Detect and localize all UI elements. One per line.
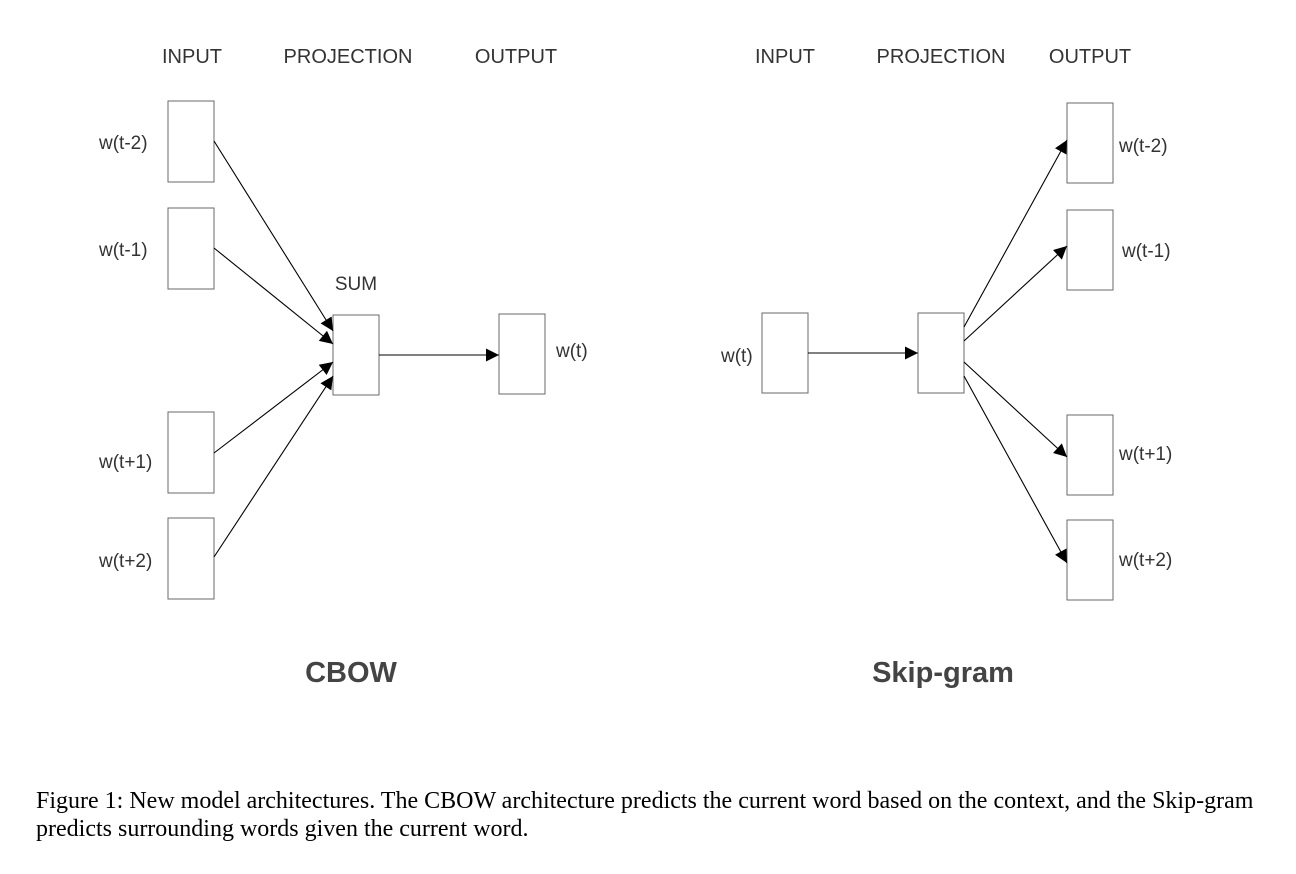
cbow-header-projection: PROJECTION <box>284 46 413 68</box>
cbow-sum-label: SUM <box>335 274 377 295</box>
skipgram-output-label-t-plus-1: w(t+1) <box>1118 444 1172 465</box>
cbow-input-label-t-plus-1: w(t+1) <box>98 452 152 473</box>
skipgram-output-box-t-minus-2 <box>1066 102 1114 184</box>
cbow-edge-t-minus-2 <box>213 140 334 332</box>
cbow-edge-t-plus-2 <box>213 375 334 558</box>
skipgram-projection-box <box>917 312 965 394</box>
cbow-input-box-t-minus-1 <box>167 207 215 290</box>
skipgram-title: Skip-gram <box>872 657 1014 689</box>
cbow-input-box-t-plus-1 <box>167 411 215 494</box>
cbow-input-label-t-minus-1: w(t-1) <box>98 240 148 261</box>
cbow-edge-t-minus-1 <box>213 247 334 345</box>
skipgram-input-label: w(t) <box>720 346 753 367</box>
cbow-input-label-t-plus-2: w(t+2) <box>98 551 152 572</box>
skipgram-edge-t-minus-1 <box>963 245 1068 342</box>
skipgram-header-input: INPUT <box>755 46 815 68</box>
cbow-panel: INPUT PROJECTION OUTPUT w(t-2) w(t-1) w(… <box>98 46 588 689</box>
skipgram-output-label-t-minus-1: w(t-1) <box>1121 241 1171 262</box>
skipgram-header-output: OUTPUT <box>1049 46 1131 68</box>
skipgram-input-box <box>761 312 809 394</box>
figure-caption: Figure 1: New model architectures. The C… <box>36 788 1254 842</box>
skipgram-edge-t-plus-2 <box>963 375 1068 564</box>
cbow-title: CBOW <box>305 657 397 689</box>
skipgram-output-box-t-plus-1 <box>1066 414 1114 496</box>
skipgram-output-label-t-minus-2: w(t-2) <box>1118 136 1168 157</box>
cbow-input-box-t-minus-2 <box>167 100 215 183</box>
skipgram-output-label-t-plus-2: w(t+2) <box>1118 550 1172 571</box>
skipgram-edge-t-plus-1 <box>963 361 1068 458</box>
skipgram-header-projection: PROJECTION <box>877 46 1006 68</box>
cbow-input-box-t-plus-2 <box>167 517 215 600</box>
cbow-output-label: w(t) <box>555 341 588 362</box>
cbow-edge-t-plus-1 <box>213 361 334 454</box>
skipgram-panel: INPUT PROJECTION OUTPUT w(t) w(t-2) w(t-… <box>720 46 1172 689</box>
cbow-projection-box <box>332 314 380 396</box>
skipgram-output-box-t-plus-2 <box>1066 519 1114 601</box>
cbow-output-box <box>498 313 546 395</box>
cbow-input-label-t-minus-2: w(t-2) <box>98 133 148 154</box>
skipgram-edge-t-minus-2 <box>963 139 1068 328</box>
skipgram-output-box-t-minus-1 <box>1066 209 1114 291</box>
cbow-header-output: OUTPUT <box>475 46 557 68</box>
cbow-header-input: INPUT <box>162 46 222 68</box>
